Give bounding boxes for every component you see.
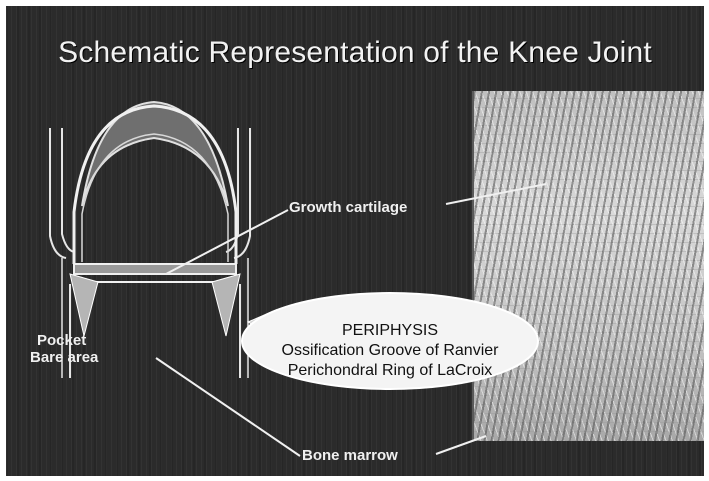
slide: Schematic Representation of the Knee Joi… [6, 6, 704, 476]
leader-photo-top [446, 184, 546, 204]
growth-plate [74, 264, 236, 274]
bone-marrow-label: Bone marrow [302, 447, 398, 464]
capsule-left-inner [62, 128, 74, 252]
pocket-label: Pocket [37, 333, 86, 349]
leader-photo-bottom [436, 436, 486, 454]
periphysis-heading: PERIPHYSIS [246, 321, 534, 341]
periphysis-left [70, 274, 98, 336]
knee-joint-schematic [6, 6, 704, 476]
growth-cartilage-label: Growth cartilage [289, 199, 407, 216]
periphysis-right [212, 274, 240, 336]
periphysis-line-2: Perichondral Ring of LaCroix [246, 361, 534, 381]
articular-cartilage [82, 102, 228, 206]
periphysis-text: PERIPHYSIS Ossification Groove of Ranvie… [246, 321, 534, 381]
bare-area-label: Bare area [30, 350, 98, 366]
periphysis-line-1: Ossification Groove of Ranvier [246, 341, 534, 361]
